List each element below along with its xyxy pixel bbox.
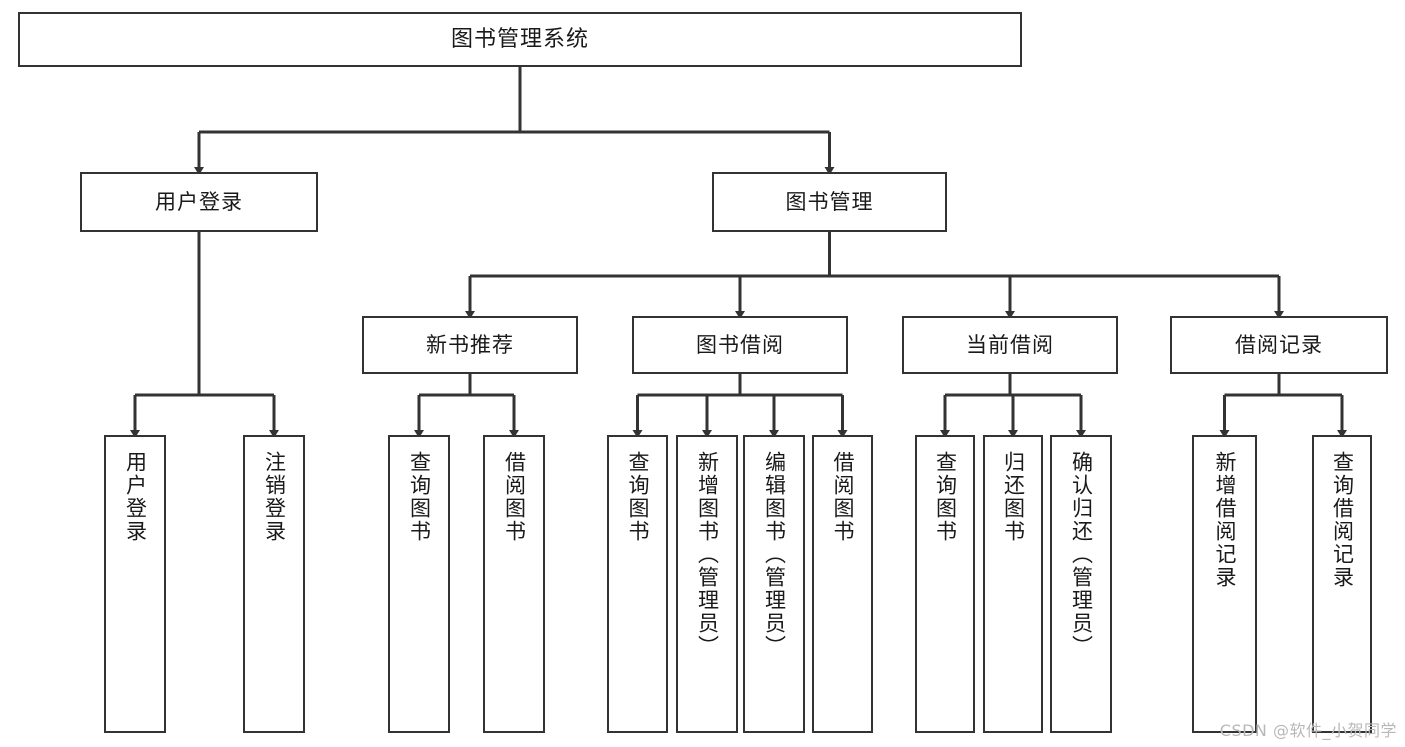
node-label: 图书管理 xyxy=(785,189,874,214)
node-leaf-logout[interactable]: 注销登录 xyxy=(243,435,305,733)
node-label: 查询图书 xyxy=(933,451,958,543)
node-borrow-record[interactable]: 借阅记录 xyxy=(1170,316,1388,374)
node-label: 查询借阅记录 xyxy=(1330,451,1355,589)
node-leaf-query-book-1[interactable]: 查询图书 xyxy=(388,435,450,733)
node-book-manage[interactable]: 图书管理 xyxy=(712,172,947,232)
node-label: 借阅图书 xyxy=(502,451,527,543)
node-label: 图书借阅 xyxy=(696,332,784,357)
node-leaf-query-book-3[interactable]: 查询图书 xyxy=(915,435,975,733)
node-label: 新增图书（管理员） xyxy=(695,451,720,658)
node-root[interactable]: 图书管理系统 xyxy=(18,12,1022,67)
node-leaf-query-book-2[interactable]: 查询图书 xyxy=(607,435,668,733)
node-current-borrow[interactable]: 当前借阅 xyxy=(902,316,1118,374)
node-label: 用户登录 xyxy=(123,451,148,543)
node-label: 归还图书 xyxy=(1001,451,1026,543)
node-leaf-query-record[interactable]: 查询借阅记录 xyxy=(1312,435,1372,733)
node-label: 新书推荐 xyxy=(426,332,514,357)
node-leaf-add-record[interactable]: 新增借阅记录 xyxy=(1192,435,1257,733)
node-book-borrow[interactable]: 图书借阅 xyxy=(632,316,848,374)
node-user-login[interactable]: 用户登录 xyxy=(80,172,318,232)
node-label: 当前借阅 xyxy=(966,332,1054,357)
node-leaf-add-book[interactable]: 新增图书（管理员） xyxy=(676,435,738,733)
node-leaf-borrow-book-2[interactable]: 借阅图书 xyxy=(812,435,873,733)
node-leaf-return-book[interactable]: 归还图书 xyxy=(983,435,1043,733)
node-leaf-borrow-book-1[interactable]: 借阅图书 xyxy=(483,435,545,733)
node-label: 编辑图书（管理员） xyxy=(762,451,787,658)
node-label: 新增借阅记录 xyxy=(1213,451,1237,589)
watermark-label: CSDN @软件_小贺同学 xyxy=(1219,721,1397,740)
node-leaf-confirm-return[interactable]: 确认归还（管理员） xyxy=(1050,435,1112,733)
node-label: 查询图书 xyxy=(407,451,432,543)
node-label: 借阅图书 xyxy=(831,451,855,543)
node-leaf-edit-book[interactable]: 编辑图书（管理员） xyxy=(743,435,805,733)
node-label: 借阅记录 xyxy=(1235,332,1323,357)
node-label: 用户登录 xyxy=(155,189,243,214)
node-leaf-user-login[interactable]: 用户登录 xyxy=(104,435,166,733)
node-label: 注销登录 xyxy=(262,451,287,543)
node-new-book-rec[interactable]: 新书推荐 xyxy=(362,316,578,374)
node-label: 确认归还（管理员） xyxy=(1069,451,1094,658)
node-label: 图书管理系统 xyxy=(450,26,589,52)
node-label: 查询图书 xyxy=(626,451,650,543)
